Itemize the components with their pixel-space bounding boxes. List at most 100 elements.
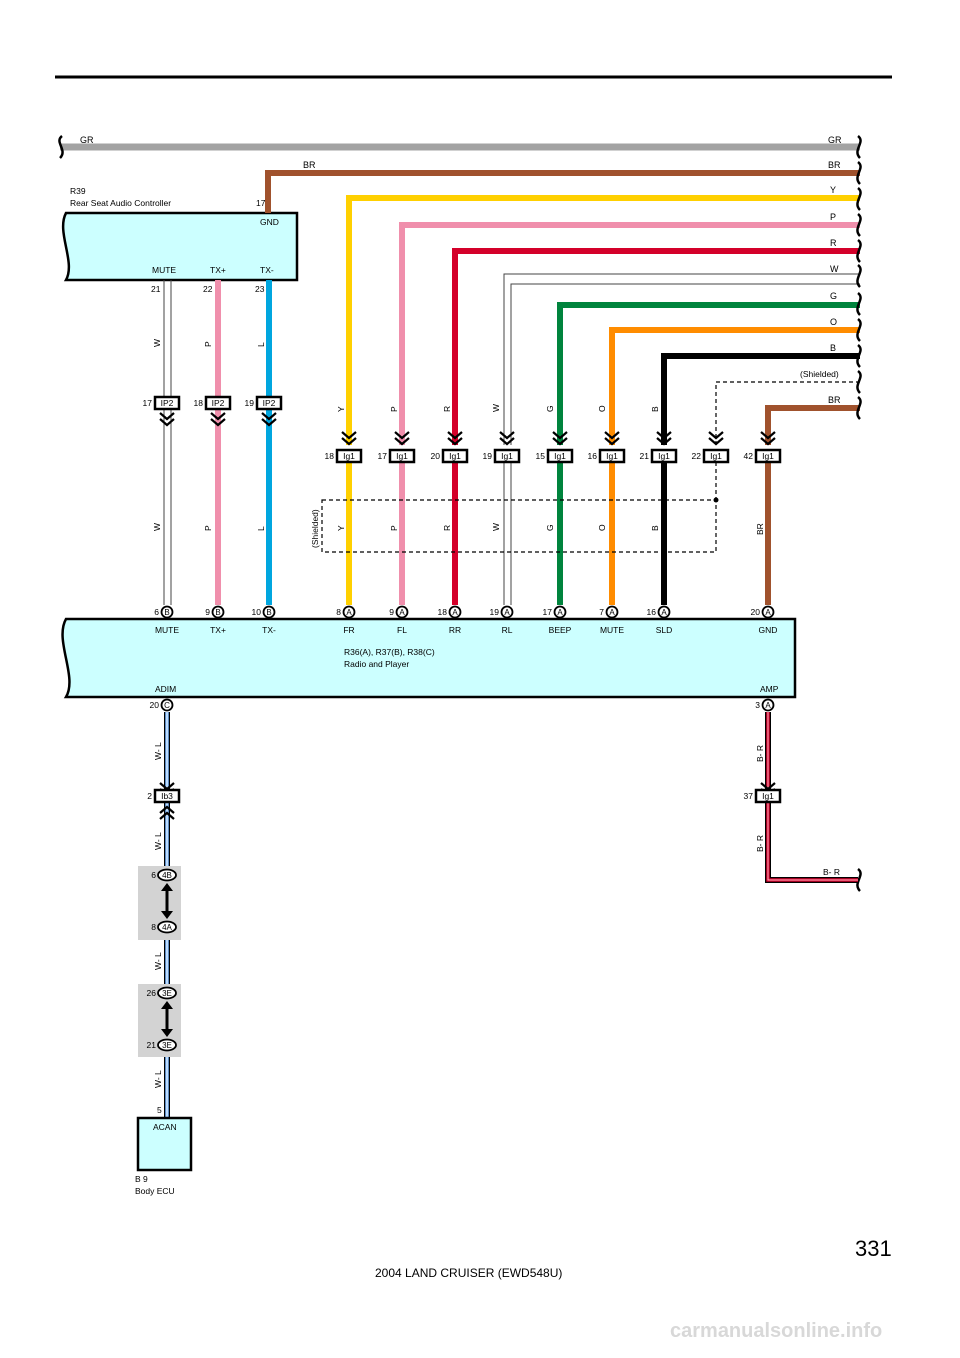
wire-label-p-vert: P <box>389 406 399 412</box>
wire-br-amp <box>765 712 858 883</box>
radio-pin-8: A17 <box>543 605 567 619</box>
radio-pin-label-1: MUTE <box>155 625 179 635</box>
ip2-connector-1-label: IP2 <box>161 398 174 408</box>
ig1-connector-7-label: Ig1 <box>658 451 670 461</box>
r39-mute-pin: 21 <box>151 284 161 294</box>
wire-label-g-vert: G <box>545 405 555 412</box>
radio-adim-pin-letter: C <box>164 701 170 710</box>
wire-label-br-end: B- R <box>823 867 840 877</box>
wire-label-w-mute-upper: W <box>152 339 162 347</box>
wire-label-o-low: O <box>597 524 607 531</box>
wire-label-p-tx-lower: P <box>203 525 213 531</box>
junction-4-pin: 21 <box>147 1040 157 1050</box>
radio-box <box>61 617 797 699</box>
wire-label-g: G <box>830 291 837 301</box>
r39-code: R39 <box>70 186 86 196</box>
r39-gnd-label: GND <box>260 217 279 227</box>
junction-3-pin: 26 <box>147 988 157 998</box>
radio-amp-pin-num: 3 <box>755 700 760 710</box>
radio-pin-label-3: TX- <box>262 625 276 635</box>
radio-pin-label-2: TX+ <box>210 625 226 635</box>
radio-pin-1: B6 <box>154 605 174 619</box>
wire-label-y-low: Y <box>336 525 346 531</box>
ig1-connector-6-label: Ig1 <box>606 451 618 461</box>
radio-pin-3-letter: B <box>266 608 271 617</box>
wire-label-w: W <box>830 264 839 274</box>
ig1-chevron-1 <box>341 431 357 446</box>
radio-pin-label-5: FL <box>397 625 407 635</box>
radio-pin-1-letter: B <box>164 608 169 617</box>
ig1-connector-1-pin: 18 <box>325 451 335 461</box>
wire-label-p-tx-upper: P <box>203 341 213 347</box>
ig1-chevron-6 <box>604 431 620 446</box>
ig1-connector-6-pin: 16 <box>588 451 598 461</box>
wire-br-top <box>265 170 860 213</box>
radio-pin-2-letter: B <box>215 608 220 617</box>
junction-2-label: 4A <box>162 923 172 932</box>
junction-arrow-1 <box>161 883 173 919</box>
ig1-connector-5-pin: 15 <box>536 451 546 461</box>
wire-label-p: P <box>830 212 836 222</box>
ip2-chevron-2 <box>210 412 226 427</box>
radio-pin-5-letter: A <box>399 608 405 617</box>
r39-txp-pin: 22 <box>203 284 213 294</box>
ig1-connector-4-pin: 19 <box>483 451 493 461</box>
junction-arrow-2 <box>161 1001 173 1037</box>
radio-pin-6-letter: A <box>452 608 458 617</box>
radio-pin-9-letter: A <box>609 608 615 617</box>
ig1-chevron-9 <box>760 431 776 446</box>
wire-label-w-vert: W <box>491 404 501 412</box>
wire-label-p-low: P <box>389 525 399 531</box>
radio-pin-3-num: 10 <box>252 607 262 617</box>
radio-codes: R36(A), R37(B), R38(C) <box>344 647 435 657</box>
wire-b <box>661 353 860 445</box>
radio-pin-11-letter: A <box>765 608 771 617</box>
ip2-chevron-3 <box>261 412 277 427</box>
radio-pin-3: B 10 <box>252 605 276 619</box>
body-ecu-pin-label: ACAN <box>153 1122 177 1132</box>
junction-2-pin: 8 <box>151 922 156 932</box>
radio-pin-2-num: 9 <box>205 607 210 617</box>
wire-o <box>609 327 860 445</box>
wire-label-y: Y <box>830 185 836 195</box>
junction-2: 4A 8 <box>151 920 177 934</box>
body-ecu-box <box>136 1116 193 1172</box>
wire-mute-w <box>163 280 172 605</box>
wire-label-br-1: B- R <box>755 745 765 762</box>
wire-w-outline-b <box>510 283 860 445</box>
wire-p <box>399 222 860 445</box>
wire-label-br-top-left: BR <box>303 160 316 170</box>
wire-g <box>557 302 860 445</box>
radio-pin-label-10: SLD <box>656 625 673 635</box>
wire-label-br-low: BR <box>755 523 765 535</box>
ib3-connector-pin: 2 <box>147 791 152 801</box>
wire-label-g-low: G <box>545 524 555 531</box>
ig1-chevron-2 <box>394 431 410 446</box>
r39-mute-label: MUTE <box>152 265 176 275</box>
ig1-amp-connector-pin: 37 <box>744 791 754 801</box>
r39-name: Rear Seat Audio Controller <box>70 198 171 208</box>
ig1-connector-9-label: Ig1 <box>762 451 774 461</box>
right-break-marks <box>856 135 862 892</box>
junction-3-label: 3E <box>162 989 172 998</box>
radio-pins: B6MUTEB9TX+B10TX-A8FRA9FLA18RRA19RLA17BE… <box>150 605 777 712</box>
wire-label-b: B <box>830 343 836 353</box>
r39-txm-label: TX- <box>260 265 274 275</box>
ig1-connector-9-pin: 42 <box>744 451 754 461</box>
wire-label-o-vert: O <box>597 405 607 412</box>
radio-amp-label: AMP <box>760 684 779 694</box>
radio-pin-label-6: RR <box>449 625 461 635</box>
body-ecu-name: Body ECU <box>135 1186 175 1196</box>
radio-pin-7: A19 <box>490 605 514 619</box>
wire-label-shielded-top: (Shielded) <box>800 369 839 379</box>
wire-w-low <box>503 462 512 605</box>
radio-pin-5: A9 <box>389 605 409 619</box>
radio-pin-1-num: 6 <box>154 607 159 617</box>
